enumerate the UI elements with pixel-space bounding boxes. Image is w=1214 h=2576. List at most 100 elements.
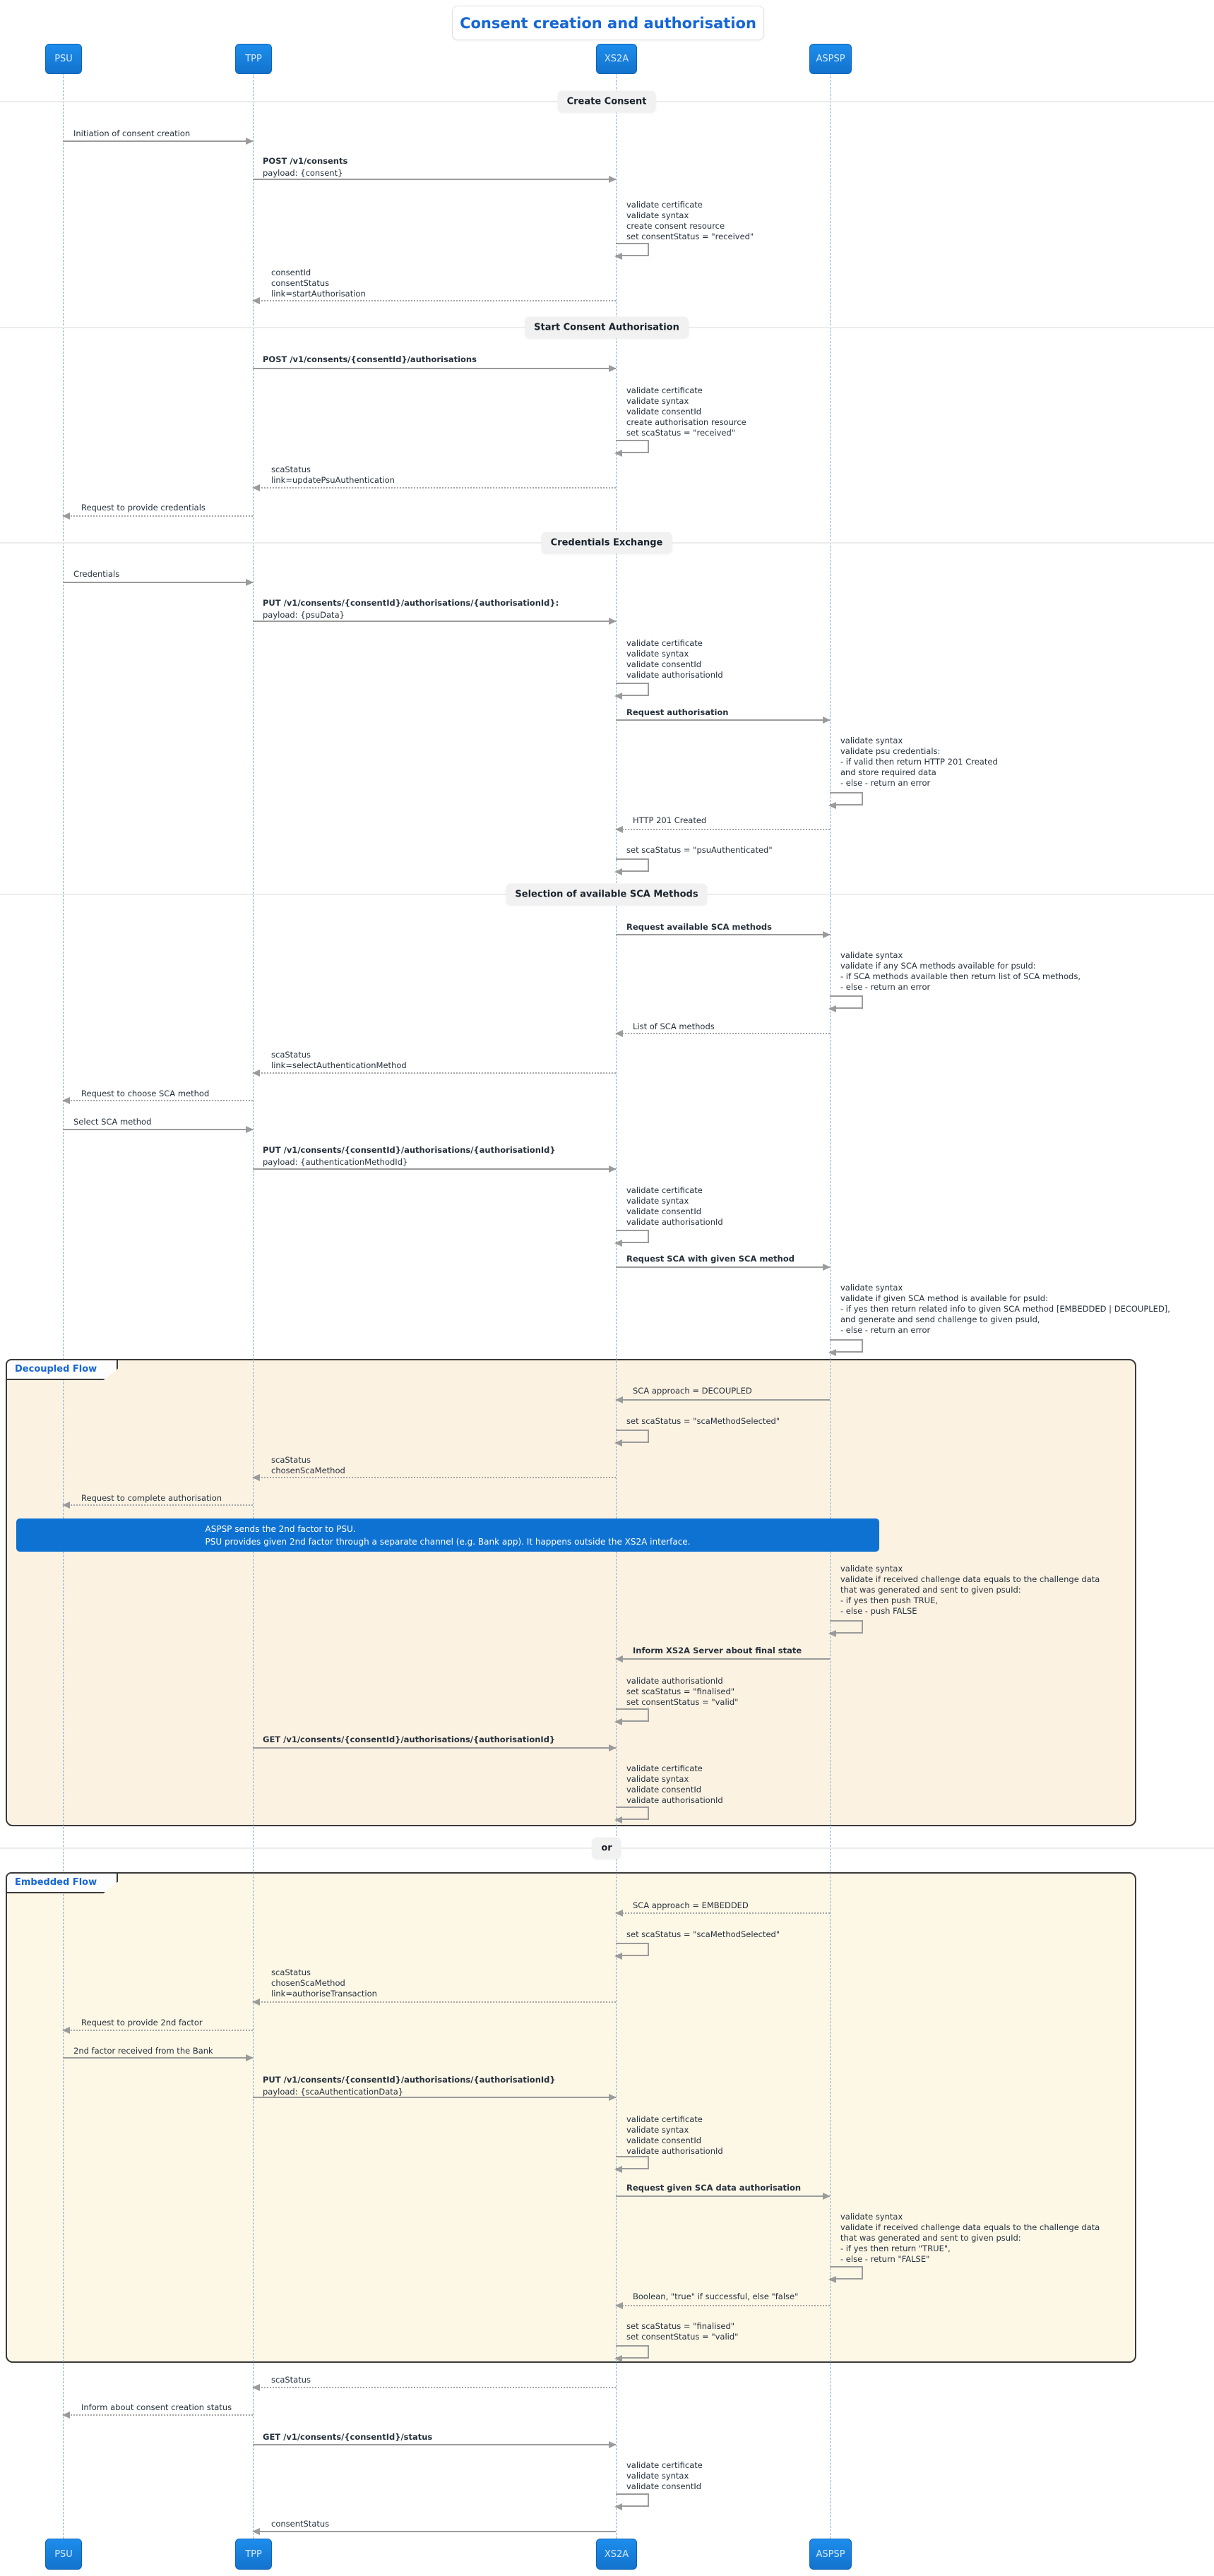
section-sca-selection: Selection of available SCA Methods xyxy=(506,883,708,906)
self-call-arrow xyxy=(614,440,649,457)
arrow-tpp-to-psu xyxy=(62,1097,253,1104)
arrow-xs2a-to-tpp xyxy=(252,297,616,304)
arrow-psu-to-tpp xyxy=(63,138,254,145)
message-inform-final-state: Inform XS2A Server about final state xyxy=(633,1646,802,1655)
message-post-authorisations: POST /v1/consents/{consentId}/authorisat… xyxy=(263,354,477,364)
participant-psu-bottom: PSU xyxy=(45,2539,82,2570)
message-select-sca: Select SCA method xyxy=(73,1117,152,1127)
section-create-consent: Create Consent xyxy=(557,90,656,113)
embedded-flow-tab: Embedded Flow xyxy=(6,1872,119,1893)
second-factor-note: ASPSP sends the 2nd factor to PSU. PSU p… xyxy=(16,1518,879,1552)
message-put-psudata: PUT /v1/consents/{consentId}/authorisati… xyxy=(263,598,559,608)
xs2a-note: validate certificate validate syntax val… xyxy=(626,2460,703,2491)
self-call-arrow xyxy=(614,1430,649,1446)
participant-tpp-top: TPP xyxy=(235,44,272,74)
message-post-consents-payload: payload: {consent} xyxy=(263,168,343,178)
participant-psu-top: PSU xyxy=(45,44,82,74)
message-inform-status: Inform about consent creation status xyxy=(81,2402,232,2412)
arrow-xs2a-to-tpp xyxy=(252,1999,616,2006)
xs2a-note: validate certificate validate syntax val… xyxy=(626,1763,723,1805)
participant-aspsp-bottom: ASPSP xyxy=(809,2539,852,2570)
participant-xs2a-top: XS2A xyxy=(596,44,637,74)
message-sca-embedded: SCA approach = EMBEDDED xyxy=(633,1900,749,1910)
message-request-choose-sca: Request to choose SCA method xyxy=(81,1089,210,1098)
self-call-arrow xyxy=(614,243,649,260)
arrow-tpp-to-xs2a xyxy=(253,176,617,183)
xs2a-note: validate authorisationId set scaStatus =… xyxy=(626,1676,739,1707)
embedded-flow-frame xyxy=(6,1872,1136,2363)
participant-tpp-bottom: TPP xyxy=(235,2539,272,2570)
arrow-xs2a-to-tpp xyxy=(252,2384,616,2391)
arrow-xs2a-to-aspsp xyxy=(616,931,831,938)
message-boolean-result: Boolean, "true" if successful, else "fal… xyxy=(633,2292,799,2301)
arrow-tpp-to-psu xyxy=(62,1502,253,1509)
arrow-aspsp-to-xs2a xyxy=(615,1030,830,1037)
participant-label: ASPSP xyxy=(816,54,845,64)
xs2a-note: set scaStatus = "scaMethodSelected" xyxy=(626,1929,780,1939)
self-call-arrow xyxy=(614,1943,649,1960)
arrow-tpp-to-xs2a xyxy=(253,1166,617,1173)
xs2a-note: validate certificate validate syntax val… xyxy=(626,1185,723,1227)
message-list-sca-methods: List of SCA methods xyxy=(633,1022,715,1031)
arrow-xs2a-to-aspsp xyxy=(616,1264,831,1271)
arrow-xs2a-to-aspsp xyxy=(616,2193,831,2200)
self-call-arrow xyxy=(614,858,649,875)
message-request-complete-auth: Request to complete authorisation xyxy=(81,1493,222,1503)
self-call-arrow xyxy=(614,1807,649,1823)
arrow-aspsp-to-xs2a xyxy=(615,1396,830,1403)
arrow-xs2a-to-tpp xyxy=(252,1474,616,1481)
arrow-tpp-to-xs2a xyxy=(253,1744,617,1751)
aspsp-note: validate syntax validate if received cha… xyxy=(840,2212,1100,2264)
arrow-tpp-to-xs2a xyxy=(253,365,617,372)
message-get-status: GET /v1/consents/{consentId}/status xyxy=(263,2432,433,2442)
self-call-arrow xyxy=(828,1339,863,1356)
self-call-arrow xyxy=(828,1620,863,1637)
message-consent-status: consentStatus xyxy=(271,2519,330,2529)
decoupled-flow-tab: Decoupled Flow xyxy=(6,1359,119,1380)
message-initiation-of-consent-creation: Initiation of consent creation xyxy=(73,128,191,138)
section-start-authorisation: Start Consent Authorisation xyxy=(525,316,689,339)
message-consent-created-response: consentId consentStatus link=startAuthor… xyxy=(271,268,366,299)
arrow-tpp-to-xs2a xyxy=(253,2441,617,2448)
diagram-title-box: Consent creation and authorisation xyxy=(452,6,764,40)
arrow-xs2a-to-aspsp xyxy=(616,717,831,724)
xs2a-note: validate certificate validate syntax val… xyxy=(626,385,746,438)
xs2a-note: validate certificate validate syntax val… xyxy=(626,638,723,680)
self-call-arrow xyxy=(828,792,863,809)
message-request-2nd-factor: Request to provide 2nd factor xyxy=(81,2018,203,2027)
arrow-aspsp-to-xs2a xyxy=(615,1910,830,1917)
arrow-tpp-to-xs2a xyxy=(253,2094,617,2101)
aspsp-note: validate syntax validate psu credentials… xyxy=(840,736,998,788)
participant-label: XS2A xyxy=(604,54,629,64)
message-http-201: HTTP 201 Created xyxy=(633,815,707,825)
lifeline-tpp xyxy=(253,73,254,2539)
lifeline-psu xyxy=(63,73,64,2539)
participant-label: PSU xyxy=(54,54,73,64)
message-factor-received: 2nd factor received from the Bank xyxy=(73,2046,213,2056)
second-factor-note-text: ASPSP sends the 2nd factor to PSU. PSU p… xyxy=(205,1523,691,1547)
arrow-tpp-to-xs2a xyxy=(253,618,617,625)
message-auth-created-response: scaStatus link=updatePsuAuthentication xyxy=(271,465,395,485)
section-credentials-exchange: Credentials Exchange xyxy=(541,532,672,554)
participant-aspsp-top: ASPSP xyxy=(809,44,852,74)
arrow-psu-to-tpp xyxy=(63,579,254,586)
self-call-arrow xyxy=(614,1230,649,1247)
self-call-arrow xyxy=(614,2493,649,2510)
self-call-arrow xyxy=(828,2266,863,2283)
xs2a-note: set scaStatus = "psuAuthenticated" xyxy=(626,845,773,855)
arrow-aspsp-to-xs2a xyxy=(615,2302,830,2309)
message-post-consents: POST /v1/consents xyxy=(263,156,348,166)
message-request-authorisation: Request authorisation xyxy=(626,707,729,717)
message-put-psudata-payload: payload: {psuData} xyxy=(263,610,345,620)
message-put-sca-data-payload: payload: {scaAuthenticationData} xyxy=(263,2087,404,2097)
xs2a-note: set scaStatus = "scaMethodSelected" xyxy=(626,1416,780,1426)
message-request-credentials: Request to provide credentials xyxy=(81,503,206,513)
arrow-xs2a-to-tpp xyxy=(252,1070,616,1077)
message-sca-decoupled: SCA approach = DECOUPLED xyxy=(633,1386,752,1396)
aspsp-note: validate syntax validate if any SCA meth… xyxy=(840,950,1081,992)
participant-label: TPP xyxy=(245,2548,262,2560)
arrow-aspsp-to-xs2a xyxy=(615,826,830,833)
message-chosen-method-response: scaStatus chosenScaMethod xyxy=(271,1455,345,1475)
participant-label: PSU xyxy=(54,2548,73,2560)
